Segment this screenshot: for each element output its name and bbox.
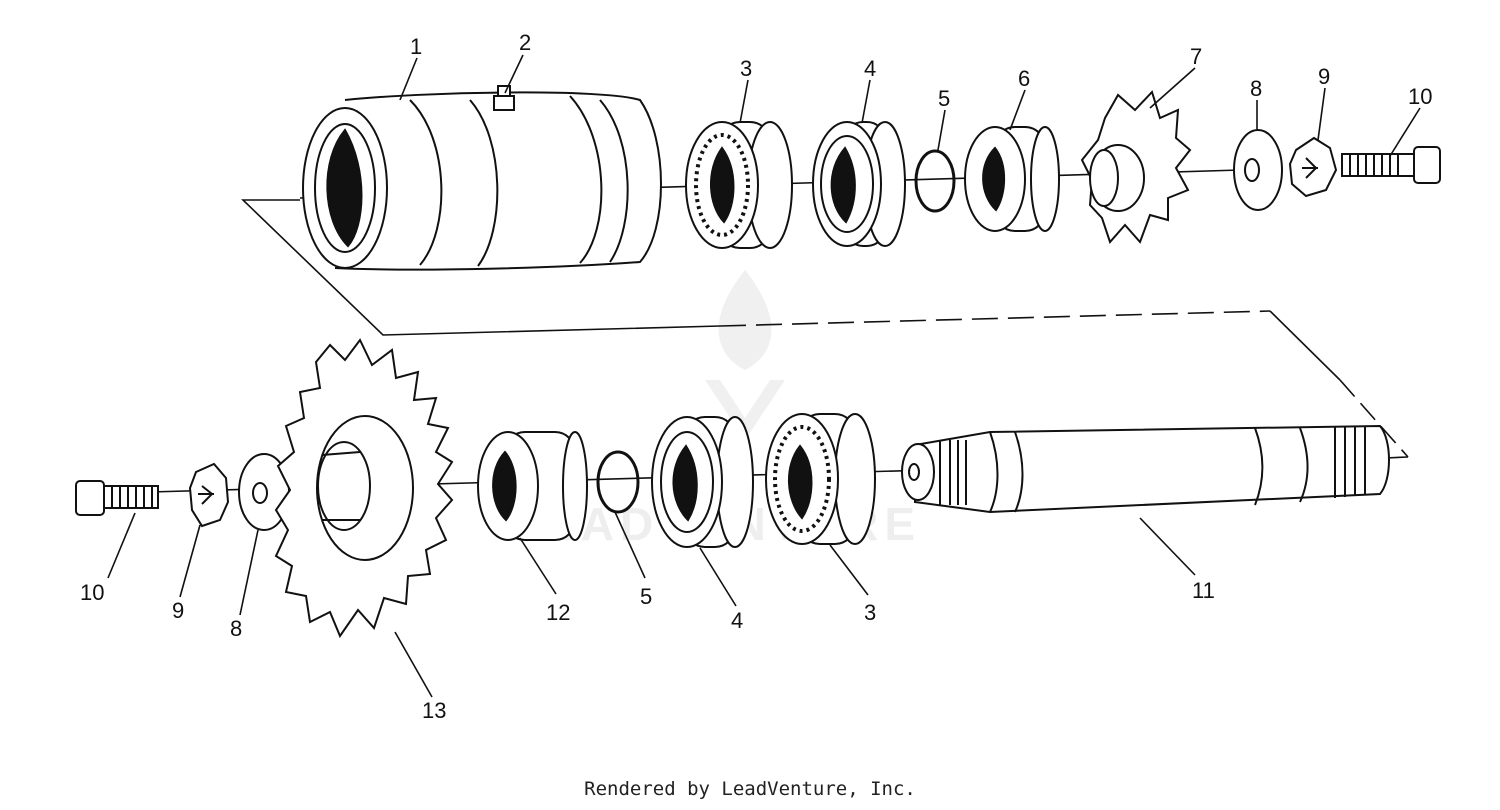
callout-1: 1 bbox=[410, 34, 422, 59]
part-9-lockwasher-upper bbox=[1288, 136, 1338, 198]
part-8-washer-upper bbox=[1233, 129, 1283, 211]
callout-3-upper: 3 bbox=[740, 56, 752, 81]
part-5-ring-lower bbox=[596, 450, 640, 514]
part-5-ring-upper bbox=[914, 149, 956, 213]
callout-6: 6 bbox=[1018, 66, 1030, 91]
part-3-bearing-lower bbox=[765, 413, 876, 545]
callout-9-lower: 9 bbox=[172, 598, 184, 623]
callout-9-upper: 9 bbox=[1318, 64, 1330, 89]
callout-2: 2 bbox=[519, 30, 531, 55]
callout-8-upper: 8 bbox=[1250, 76, 1262, 101]
callout-11: 11 bbox=[1192, 578, 1215, 603]
part-1-housing bbox=[302, 91, 662, 271]
callout-leaders bbox=[107, 54, 1421, 698]
callout-10-upper: 10 bbox=[1408, 84, 1432, 109]
callout-7: 7 bbox=[1190, 44, 1202, 69]
part-6-sleeve bbox=[964, 126, 1060, 232]
part-9-lockwasher-lower bbox=[188, 462, 230, 528]
callout-13: 13 bbox=[422, 698, 446, 723]
part-4-race-lower bbox=[651, 416, 754, 548]
footer-credit: Rendered by LeadVenture, Inc. bbox=[584, 778, 916, 800]
callout-4-lower: 4 bbox=[731, 608, 743, 633]
part-4-race-upper bbox=[812, 121, 906, 247]
part-10-bolt-lower bbox=[75, 480, 159, 516]
part-2-grease-fitting bbox=[493, 85, 515, 111]
part-11-shaft bbox=[901, 424, 1390, 514]
part-13-large-sprocket bbox=[274, 338, 454, 639]
part-3-bearing-upper bbox=[685, 121, 793, 249]
callout-8-lower: 8 bbox=[230, 616, 242, 641]
callout-labels: 1 2 3 4 5 6 7 8 9 10 10 9 8 13 12 5 4 3 … bbox=[80, 30, 1432, 723]
part-7-small-sprocket bbox=[1080, 90, 1192, 244]
callout-12: 12 bbox=[546, 600, 570, 625]
callout-5-upper: 5 bbox=[938, 86, 950, 111]
part-10-bolt-upper bbox=[1341, 146, 1441, 184]
callout-3-lower: 3 bbox=[864, 600, 876, 625]
callout-10-lower: 10 bbox=[80, 580, 104, 605]
part-12-sleeve bbox=[477, 431, 588, 541]
callout-5-lower: 5 bbox=[640, 584, 652, 609]
callout-4-upper: 4 bbox=[864, 56, 876, 81]
